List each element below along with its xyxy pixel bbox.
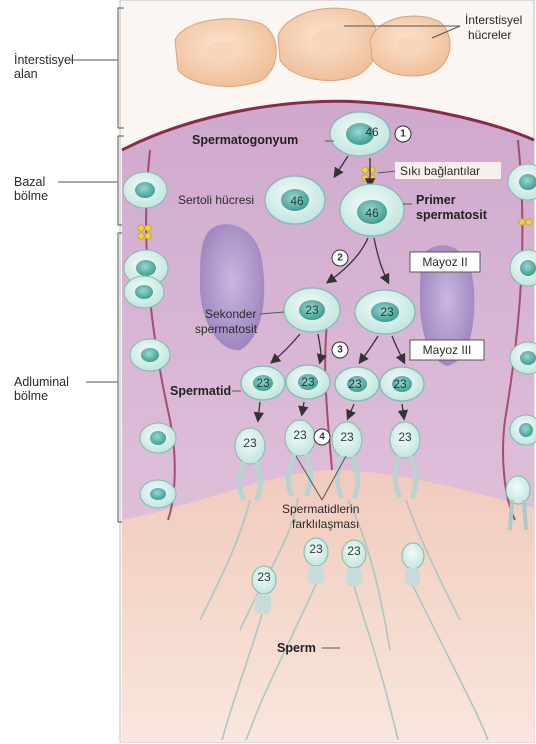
- tight-junction: [145, 233, 151, 239]
- tight-junction: [362, 175, 368, 181]
- step-2-number: 2: [337, 253, 343, 264]
- interstitial-nucleus: [396, 36, 424, 56]
- label-primary-line1: Primer: [416, 193, 456, 207]
- primary-spermatocyte: 46: [340, 184, 404, 236]
- step-1-number: 1: [400, 129, 406, 140]
- germ-nucleus: [150, 431, 166, 445]
- interstitial-nucleus: [312, 28, 348, 52]
- chromosome-count-spermatogonium: 46: [365, 125, 379, 139]
- label-meiosis-1: Mayoz II: [422, 255, 467, 269]
- spermatogonium: 46: [330, 112, 390, 156]
- chromosome-count-secondary-right: 23: [380, 305, 394, 319]
- secondary-spermatocyte-left: 23: [284, 288, 340, 332]
- chromosome-count-diff-1: 23: [243, 436, 257, 450]
- label-interstitial-cells-line1: İnterstisyel: [465, 13, 522, 27]
- tight-junction: [138, 233, 144, 239]
- chromosome-count-spermatid-2: 23: [301, 375, 315, 389]
- label-sertoli-cell: Sertoli hücresi: [178, 193, 254, 207]
- label-meiosis-2: Mayoz III: [423, 343, 472, 357]
- tight-junction: [145, 225, 151, 231]
- germ-nucleus: [135, 182, 155, 198]
- germ-nucleus: [136, 260, 156, 276]
- germ-nucleus: [141, 348, 159, 362]
- germ-cell-46-left: 46: [265, 176, 325, 224]
- spermatid-edge: [506, 476, 530, 504]
- chromosome-count-left-cell: 46: [290, 194, 304, 208]
- sperm-midpiece: [255, 594, 271, 614]
- chromosome-count-sperm-2: 23: [347, 544, 361, 558]
- chromosome-count-diff-3: 23: [340, 430, 354, 444]
- germ-nucleus: [520, 351, 536, 365]
- label-sperm: Sperm: [277, 641, 316, 655]
- tight-junction: [526, 219, 532, 225]
- label-differentiation-line1: Spermatidlerin: [282, 502, 359, 516]
- label-interstitial-cells-line2: hücreler: [468, 28, 511, 42]
- sperm-head: [402, 543, 424, 569]
- sperm-midpiece: [405, 568, 420, 586]
- interstitial-nucleus: [206, 41, 238, 63]
- step-4-number: 4: [319, 432, 325, 443]
- tight-junction: [519, 219, 525, 225]
- chromosome-count-diff-4: 23: [398, 430, 412, 444]
- label-primary-line2: spermatosit: [416, 208, 488, 222]
- germ-nucleus: [135, 285, 153, 299]
- label-tight-junctions: Sıkı bağlantılar: [400, 164, 480, 178]
- sperm-midpiece: [346, 568, 362, 586]
- secondary-spermatocyte-right: 23: [355, 290, 415, 334]
- chromosome-count-secondary-left: 23: [305, 303, 319, 317]
- label-spermatid: Spermatid: [170, 384, 231, 398]
- label-secondary-line1: Sekonder: [205, 307, 256, 321]
- label-secondary-line2: spermatosit: [195, 322, 258, 336]
- germ-nucleus: [520, 260, 536, 276]
- chromosome-count-spermatid-1: 23: [256, 376, 270, 390]
- chromosome-count-spermatid-3: 23: [348, 377, 362, 391]
- chromosome-count-primary: 46: [365, 206, 379, 220]
- germ-nucleus: [519, 423, 533, 437]
- chromosome-count-sperm-1: 23: [309, 542, 323, 556]
- label-differentiation-line2: farklılaşması: [292, 517, 359, 531]
- step-3-number: 3: [337, 345, 343, 356]
- tight-junction: [138, 225, 144, 231]
- chromosome-count-diff-2: 23: [293, 428, 307, 442]
- compartment-brackets: [58, 8, 124, 522]
- sperm-midpiece: [308, 566, 324, 584]
- chromosome-count-sperm-3: 23: [257, 570, 271, 584]
- tight-junction: [362, 167, 368, 173]
- germ-nucleus: [150, 488, 166, 500]
- interstitial-cells: [175, 8, 450, 86]
- label-spermatogonium: Spermatogonyum: [192, 133, 298, 147]
- chromosome-count-spermatid-4: 23: [393, 377, 407, 391]
